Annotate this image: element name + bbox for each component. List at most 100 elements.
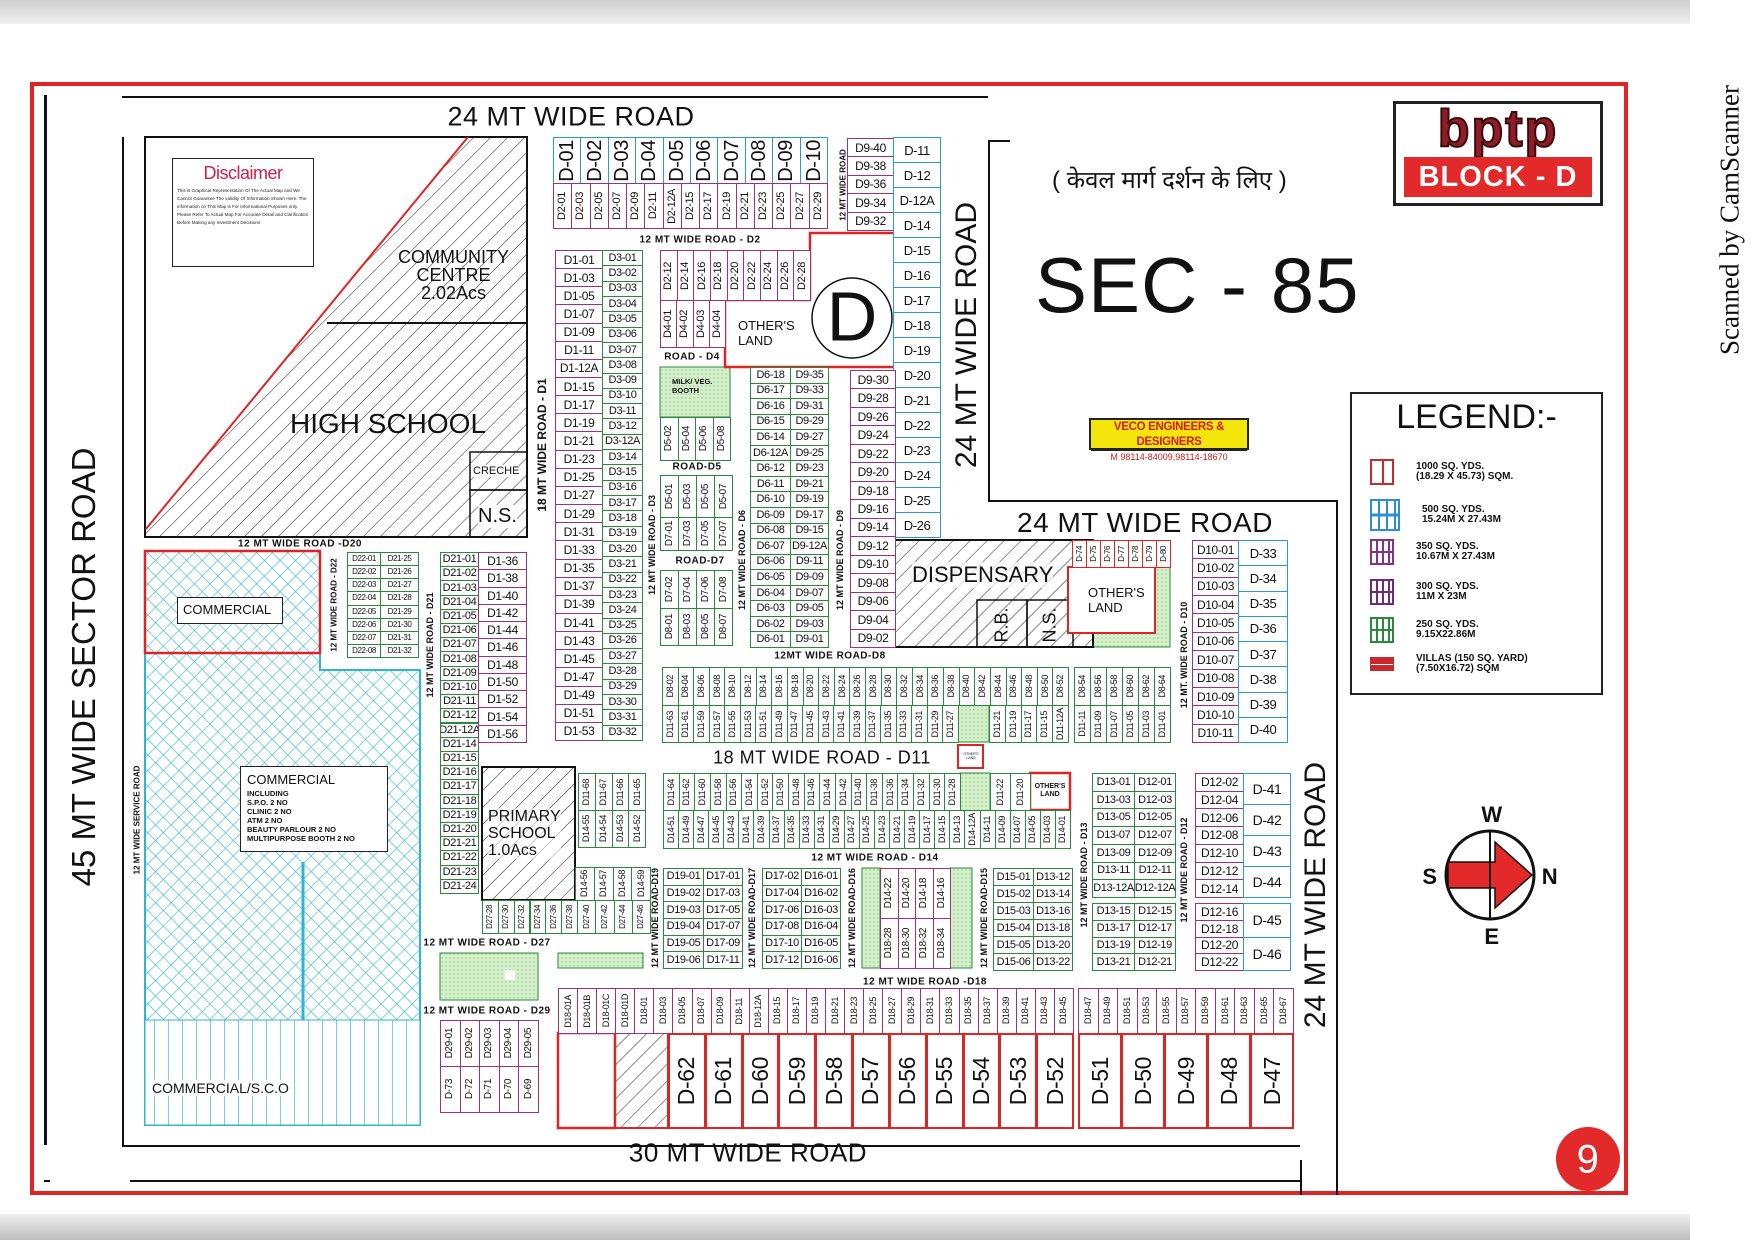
plot-d14-53: D14-53 — [611, 810, 630, 848]
plot-label: D11-34 — [900, 778, 911, 806]
plot-label: D9-34 — [855, 195, 886, 210]
plot-label: D-19 — [903, 342, 931, 358]
road-label-east-upper: 24 MT WIDE ROAD — [950, 201, 983, 469]
high-school-label: HIGH SCHOOL — [290, 408, 487, 439]
plot-d1-46: D1-46 — [478, 638, 527, 657]
plot-d18-34: D18-34 — [932, 918, 951, 969]
plot-d12-01: D12-01 — [1134, 773, 1176, 792]
plot-label: D21-18 — [442, 794, 477, 807]
plot-label: D3-32 — [608, 726, 637, 739]
plot-d21-30: D21-30 — [380, 617, 419, 632]
green-strip — [557, 952, 644, 969]
plot-label: D14-01 — [1057, 815, 1068, 844]
plot-label: D9-21 — [795, 477, 824, 490]
plot-d5-03: D5-03 — [678, 475, 697, 518]
plot-d3-18: D3-18 — [602, 510, 643, 527]
plot-label: D9-35 — [795, 368, 824, 381]
plot-label: D13-17 — [1096, 922, 1131, 935]
disclaimer-text: This is Graphical Representation Of The … — [177, 188, 309, 225]
plot-d2-26: D2-26 — [776, 250, 795, 301]
plot-label: D-16 — [903, 267, 931, 283]
plot-d6-09: D6-09 — [750, 507, 791, 524]
plot-label: D1-31 — [563, 524, 595, 539]
plot-d18-11: D18-11 — [729, 988, 750, 1034]
plot-d18-51: D18-51 — [1117, 988, 1138, 1034]
plot-d8-52: D8-52 — [1052, 667, 1069, 706]
plot-d1-11: D1-11 — [555, 340, 603, 360]
plot-d19-02: D19-02 — [663, 884, 704, 903]
plot-d11-55: D11-55 — [724, 705, 741, 743]
plot-d13-03: D13-03 — [1092, 790, 1135, 810]
plot-label: D21-16 — [442, 766, 477, 779]
plot-d9-25: D9-25 — [790, 444, 829, 462]
plot-d-14: D-14 — [893, 212, 941, 238]
plot-d7-07: D7-07 — [714, 517, 733, 551]
plot-d9-31: D9-31 — [790, 398, 829, 415]
road-label: 12 MT WIDE ROAD-D19 — [650, 867, 660, 969]
plot-label: D8-32 — [899, 675, 910, 698]
plot-d11-58: D11-58 — [709, 773, 727, 811]
plot-label: D21-19 — [442, 808, 477, 821]
road-label: 18 MT WIDE ROAD - D11 — [713, 747, 931, 768]
plot-d-59: D-59 — [778, 1033, 817, 1129]
plot-label: D1-36 — [487, 554, 518, 569]
plot-d9-32: D9-32 — [847, 211, 894, 231]
plot-label: D9-26 — [857, 409, 889, 424]
plot-d18-01: D18-01 — [634, 988, 655, 1034]
compass-s: S — [1422, 864, 1438, 889]
road-label-middle: 24 MT WIDE ROAD — [1017, 507, 1273, 538]
plot-label: D11-42 — [837, 778, 848, 806]
plot-label: D22-02 — [352, 567, 376, 577]
plot-label: D2-26 — [778, 261, 791, 290]
plot-label: D8-46 — [1008, 675, 1019, 698]
plot-d-74: D-74 — [1072, 540, 1087, 568]
plot-d5-02: D5-02 — [660, 417, 679, 461]
plot-d11-48: D11-48 — [788, 773, 805, 811]
dispensary-label: DISPENSARY — [912, 562, 1054, 588]
plot-label: D9-11 — [795, 555, 824, 568]
plot-d-78: D-78 — [1128, 540, 1143, 568]
plot-label: D-47 — [1258, 1056, 1285, 1106]
plot-d3-06: D3-06 — [602, 326, 643, 343]
plot-label: D-11 — [904, 142, 930, 158]
plot-label: D9-06 — [857, 594, 889, 609]
plot-d14-20: D14-20 — [897, 868, 916, 919]
plot-label: D15-04 — [996, 921, 1031, 934]
plot-d-76: D-76 — [1100, 540, 1115, 568]
plot-d6-08: D6-08 — [750, 522, 791, 540]
plot-d21-09: D21-09 — [440, 665, 479, 681]
ns-label: N.S. — [1039, 607, 1060, 643]
plot-label: D11-60 — [697, 778, 708, 806]
plot-d21-29: D21-29 — [380, 604, 419, 619]
plot-label: D1-48 — [487, 657, 518, 672]
plot-label: D13-07 — [1096, 828, 1131, 841]
plot-d12-12: D12-12 — [1195, 861, 1244, 881]
plot-label: D-43 — [1252, 843, 1282, 859]
plot-label: D8-24 — [836, 675, 847, 698]
plot-label: D18-29 — [905, 997, 916, 1025]
plot-d1-21: D1-21 — [555, 431, 603, 451]
frame-line — [44, 95, 47, 1145]
plot-label: D21-09 — [442, 666, 477, 679]
plot-d-45: D-45 — [1243, 903, 1291, 938]
plot-label: D11-17 — [1023, 710, 1034, 738]
plot-d-51: D-51 — [1078, 1033, 1122, 1129]
plot-label: D18-45 — [1058, 997, 1069, 1025]
plot-d-19: D-19 — [893, 337, 941, 363]
plot-d3-01: D3-01 — [602, 250, 643, 267]
plot-label: D11-22 — [995, 778, 1005, 806]
plot-label: D1-42 — [487, 605, 518, 620]
plot-label: D11-35 — [882, 710, 893, 738]
plot-label: D9-03 — [795, 617, 824, 630]
plot-d2-05: D2-05 — [589, 183, 609, 229]
plot-d11-09: D11-09 — [1090, 705, 1107, 743]
plot-d-12a: D-12A — [893, 187, 941, 213]
plot-label: D3-12 — [608, 420, 637, 433]
legend-swatch-icon — [1370, 539, 1394, 565]
primary-school-label: PRIMARY SCHOOL 1.0Acs — [488, 808, 561, 859]
plot-label: D3-08 — [608, 358, 637, 371]
plot-d3-24: D3-24 — [602, 602, 643, 619]
plot-label: D29-03 — [483, 1028, 495, 1059]
plot-label: D-55 — [931, 1056, 958, 1106]
plot-d11-21: D11-21 — [989, 705, 1006, 743]
